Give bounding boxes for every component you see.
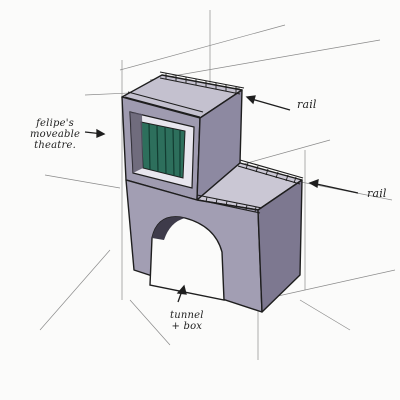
tunnel-annotation-line-2: + box — [170, 321, 204, 332]
theatre-annotation: felipe's moveable theatre. — [30, 118, 80, 151]
rail-lower-annotation: rail — [367, 188, 387, 199]
tunnel-annotation: tunnel + box — [170, 310, 204, 332]
green-curtain — [141, 122, 185, 178]
tunnel-annotation-line-1: tunnel — [170, 310, 204, 321]
theatre-annotation-line-1: felipe's — [30, 118, 80, 129]
theatre-annotation-line-2: moveable — [30, 129, 80, 140]
rail-upper-annotation: rail — [297, 99, 317, 110]
theatre-annotation-line-3: theatre. — [30, 140, 80, 151]
